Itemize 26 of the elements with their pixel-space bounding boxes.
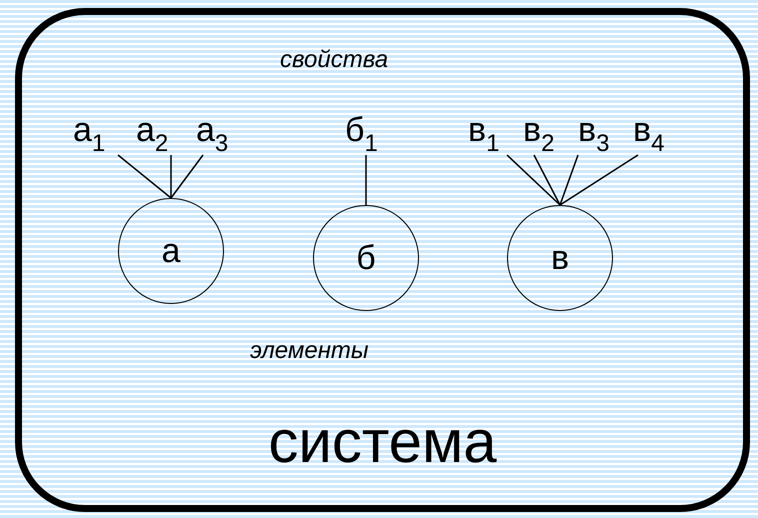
property-label: а$_{1}$ <box>73 110 106 154</box>
property-label: в$_{4}$ <box>633 110 664 154</box>
element-circle <box>118 198 224 304</box>
connector-line <box>559 154 579 206</box>
caption-text: свойства <box>280 45 388 75</box>
element-letter: а <box>162 231 180 271</box>
connector-line <box>118 154 172 199</box>
caption-text: элементы <box>250 336 369 366</box>
property-label: а$_{2}$ <box>136 110 168 154</box>
property-label: б$_{1}$ <box>345 110 378 154</box>
connector-line <box>170 155 172 198</box>
connector-line <box>506 154 561 206</box>
element-circle <box>313 205 419 311</box>
property-label: а$_{3}$ <box>196 110 228 154</box>
connector-line <box>365 155 367 205</box>
connector-line <box>170 154 204 198</box>
connector-line <box>560 154 638 206</box>
element-letter: в <box>550 238 570 278</box>
property-label: в$_{2}$ <box>523 110 554 154</box>
property-label: в$_{3}$ <box>578 110 610 154</box>
element-letter: б <box>356 238 376 278</box>
system-frame <box>15 8 750 512</box>
property-label: в$_{1}$ <box>468 110 500 154</box>
element-circle <box>507 205 613 311</box>
connector-line <box>533 154 561 206</box>
system-title: система <box>267 407 498 477</box>
